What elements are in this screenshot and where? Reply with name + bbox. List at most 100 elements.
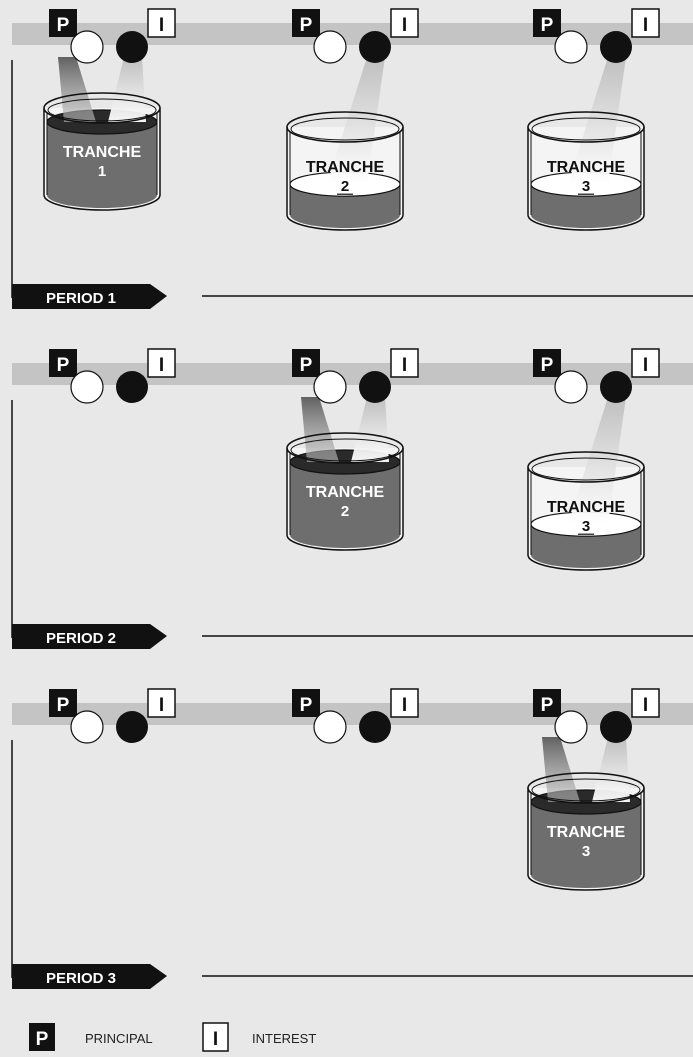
- tank-3-label: TRANCHE: [547, 824, 626, 841]
- principal-circle: [313, 30, 347, 64]
- interest-letter: I: [643, 695, 648, 716]
- tank-2-label: TRANCHE: [306, 159, 385, 176]
- tank-2-rim: [286, 111, 404, 143]
- principal-circle: [554, 710, 588, 744]
- principal-letter: P: [541, 355, 554, 376]
- tank-1-liquid: [47, 122, 157, 208]
- tank-3-rim-inner: [531, 778, 641, 802]
- interest-circle: [116, 711, 148, 743]
- principal-box: [533, 9, 561, 37]
- principal-letter: P: [300, 695, 313, 716]
- tank-3-interest-beam: [568, 57, 626, 185]
- principal-box: [292, 689, 320, 717]
- column-3: P I TRANCHE 3: [527, 8, 660, 231]
- principal-letter: P: [57, 695, 70, 716]
- tank-2-interest-beam: [351, 397, 389, 462]
- tank-3-rim: [527, 451, 645, 483]
- interest-box: [147, 688, 176, 718]
- interest-circle: [116, 371, 148, 403]
- principal-box: [49, 689, 77, 717]
- period-tag: [12, 284, 167, 309]
- principal-box: [292, 349, 320, 377]
- tank-2-rim: [286, 432, 404, 464]
- interest-circle: [600, 31, 632, 63]
- tank-3-interest-beam: [592, 737, 630, 802]
- pipe-bar: [12, 703, 693, 725]
- principal-circle: [554, 370, 588, 404]
- interest-letter: I: [159, 355, 164, 376]
- legend-principal-box: P: [29, 1023, 55, 1051]
- interest-box: [631, 348, 660, 378]
- tank-1-number: 1: [98, 163, 106, 180]
- principal-letter: P: [57, 15, 70, 36]
- pipe-bar: [12, 23, 693, 45]
- legend-interest-label: INTEREST: [252, 1031, 316, 1046]
- principal-circle: [554, 30, 588, 64]
- interest-box: [147, 348, 176, 378]
- legend: P PRINCIPAL I INTEREST: [29, 1022, 316, 1052]
- tank-3-rim: [527, 111, 645, 143]
- interest-circle: [359, 31, 391, 63]
- tank-3-number: 3: [582, 843, 590, 860]
- principal-letter: P: [541, 15, 554, 36]
- tank-3-label: TRANCHE: [547, 159, 626, 176]
- tank-3-liquid: [531, 802, 641, 888]
- column-2: P I TRANCHE 2: [286, 8, 419, 231]
- tank-3-principal-beam: [542, 737, 580, 802]
- interest-box: [147, 8, 176, 38]
- tank-3-number: 3: [582, 178, 590, 195]
- principal-circle: [313, 710, 347, 744]
- period-tag: [12, 964, 167, 989]
- interest-box: [390, 688, 419, 718]
- interest-circle: [600, 371, 632, 403]
- tank-1-principal-beam: [58, 57, 96, 122]
- principal-circle: [70, 370, 104, 404]
- interest-box: [390, 8, 419, 38]
- tank-1-interest-beam: [108, 57, 146, 122]
- principal-circle: [313, 370, 347, 404]
- tank-3-rim-inner: [531, 457, 641, 481]
- tank-2-liquid: [290, 462, 400, 548]
- tank-2-interest-beam: [327, 57, 385, 185]
- period-label: PERIOD 3: [46, 970, 116, 987]
- tank-1-rim: [43, 92, 161, 124]
- principal-letter: P: [300, 355, 313, 376]
- tank-2-number: 2: [341, 178, 349, 195]
- interest-circle: [116, 31, 148, 63]
- interest-letter: I: [402, 695, 407, 716]
- principal-circle: [70, 30, 104, 64]
- legend-interest-letter: I: [213, 1029, 218, 1050]
- period-label: PERIOD 1: [46, 290, 116, 307]
- interest-circle: [359, 711, 391, 743]
- principal-box: [533, 349, 561, 377]
- tank-3-number: 3: [582, 518, 590, 535]
- legend-principal-label: PRINCIPAL: [85, 1031, 153, 1046]
- principal-circle: [70, 710, 104, 744]
- tank-2-number: 2: [341, 503, 349, 520]
- tank-2-label: TRANCHE: [306, 484, 385, 501]
- interest-letter: I: [402, 355, 407, 376]
- tank-2-principal-beam: [301, 397, 339, 462]
- principal-box: [49, 349, 77, 377]
- principal-box: [49, 9, 77, 37]
- interest-box: [631, 8, 660, 38]
- interest-box: [390, 348, 419, 378]
- interest-letter: I: [643, 15, 648, 36]
- tank-2-rim-inner: [290, 438, 400, 462]
- interest-letter: I: [643, 355, 648, 376]
- principal-letter: P: [300, 15, 313, 36]
- tank-3-rim-inner: [531, 117, 641, 141]
- principal-box: [533, 689, 561, 717]
- interest-letter: I: [402, 15, 407, 36]
- principal-box: [292, 9, 320, 37]
